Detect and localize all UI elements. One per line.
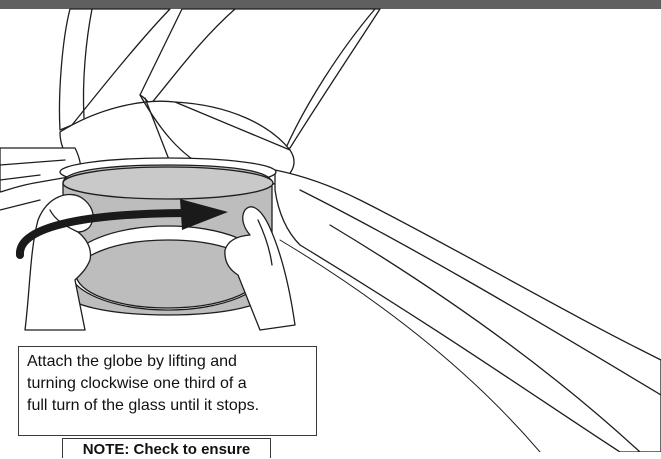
note-text: NOTE: Check to ensure xyxy=(82,441,251,458)
instruction-text: Attach the globe by lifting and turning … xyxy=(27,353,260,414)
instruction-box: Attach the globe by lifting and turning … xyxy=(18,346,317,436)
header-bar xyxy=(0,0,661,9)
fan-blade-right xyxy=(274,169,661,452)
fan-blade-left xyxy=(0,147,82,193)
note-box: NOTE: Check to ensure xyxy=(62,438,271,458)
left-hand xyxy=(24,193,94,331)
arrow-head xyxy=(180,199,228,230)
right-hand xyxy=(224,206,296,331)
rotation-arrow xyxy=(16,208,209,259)
